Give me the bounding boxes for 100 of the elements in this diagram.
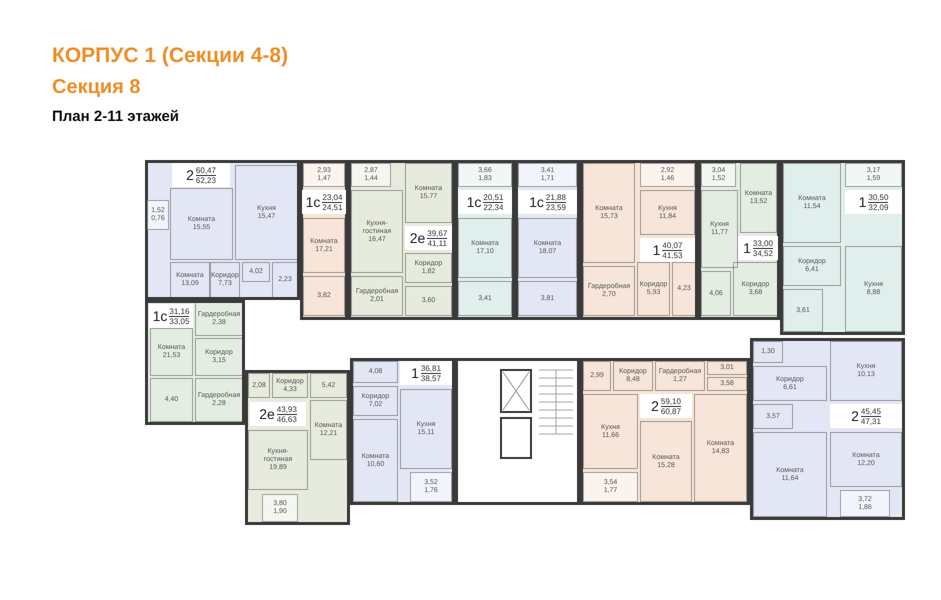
room (458, 281, 512, 316)
living-area: 36,81 (420, 364, 441, 374)
room (613, 361, 653, 391)
room (195, 378, 243, 422)
apartment-plan (145, 300, 245, 425)
room (707, 377, 747, 391)
section-heading: Секция 8 (52, 76, 141, 99)
apartment-plan (455, 160, 515, 320)
apartment-type: 2е (410, 230, 426, 246)
room (707, 361, 747, 375)
total-area: 33,05 (169, 316, 190, 326)
total-area: 32,09 (868, 202, 888, 212)
room (518, 281, 577, 316)
room (272, 373, 308, 398)
room (740, 163, 777, 233)
room (242, 262, 270, 282)
apartment-type: 2 (186, 167, 194, 183)
living-area: 59,10 (660, 396, 681, 406)
room (405, 163, 452, 223)
room (170, 262, 210, 298)
balcony (303, 163, 345, 187)
apartment-plan (245, 370, 350, 525)
living-area: 30,50 (868, 192, 888, 202)
balcony (701, 163, 736, 187)
room (195, 338, 243, 376)
room (170, 188, 233, 260)
living-area: 43,93 (276, 404, 297, 414)
balcony (351, 163, 391, 187)
room (830, 432, 902, 487)
room (303, 218, 345, 273)
total-area: 38,57 (420, 374, 441, 382)
title: КОРПУС 1 (Секции 4-8) (52, 44, 288, 68)
room (210, 262, 240, 298)
living-area: 40,07 (662, 240, 682, 250)
apartment-plan (515, 160, 580, 320)
room (353, 386, 398, 416)
apartment-plan (350, 358, 455, 505)
room (637, 262, 670, 316)
balcony (640, 163, 695, 187)
room (753, 341, 783, 363)
room (753, 366, 827, 401)
apartment-type: 1 (411, 365, 419, 381)
room (783, 163, 841, 243)
total-area: 47,31 (860, 416, 881, 426)
apartment-type: 1с (152, 308, 168, 324)
balcony (845, 163, 902, 187)
room (303, 276, 345, 316)
balcony (262, 494, 298, 522)
room (310, 400, 347, 460)
room (272, 262, 298, 298)
room (701, 190, 738, 268)
room (518, 218, 577, 278)
apartment-plan (580, 160, 698, 320)
room (845, 246, 902, 332)
total-area: 60,87 (660, 406, 681, 416)
room (583, 163, 635, 263)
room (351, 190, 403, 273)
apartment-type: 1с (466, 194, 482, 210)
living-area: 39,67 (427, 228, 448, 238)
room (694, 394, 747, 502)
room (405, 253, 452, 283)
room (248, 430, 308, 490)
apartment-plan (698, 160, 780, 320)
living-area: 45,45 (860, 406, 881, 416)
total-area: 23,59 (546, 202, 566, 212)
room (400, 389, 452, 469)
room (458, 218, 512, 278)
apartment-type: 1 (652, 242, 660, 258)
apartment-plan (300, 160, 348, 320)
room (353, 419, 398, 502)
total-area: 22,34 (483, 202, 504, 212)
living-area: 60,47 (196, 166, 216, 176)
room (351, 276, 403, 316)
living-area: 21,88 (546, 192, 566, 202)
apartment-plan (348, 160, 455, 320)
room (672, 262, 696, 316)
apartment-type: 1 (858, 194, 866, 210)
total-area: 41,53 (662, 250, 682, 260)
total-area: 24,51 (322, 202, 342, 212)
living-area: 23,04 (322, 192, 342, 202)
balcony (518, 163, 577, 187)
room (783, 246, 841, 286)
room (583, 394, 638, 469)
balcony (583, 472, 638, 502)
total-area: 62,23 (196, 176, 216, 184)
apartment-type: 2 (851, 408, 859, 424)
room (150, 328, 193, 376)
total-area: 34,52 (752, 248, 773, 258)
apartment-type: 1 (743, 240, 751, 256)
living-area: 33,00 (752, 238, 773, 248)
apartment-plan (580, 358, 750, 505)
room (405, 286, 452, 316)
room (353, 361, 398, 383)
room (701, 271, 731, 316)
room (753, 432, 827, 517)
room (733, 262, 778, 316)
room (753, 404, 793, 429)
balcony (458, 163, 512, 187)
apartment-plan (145, 160, 300, 300)
balcony (410, 472, 452, 502)
